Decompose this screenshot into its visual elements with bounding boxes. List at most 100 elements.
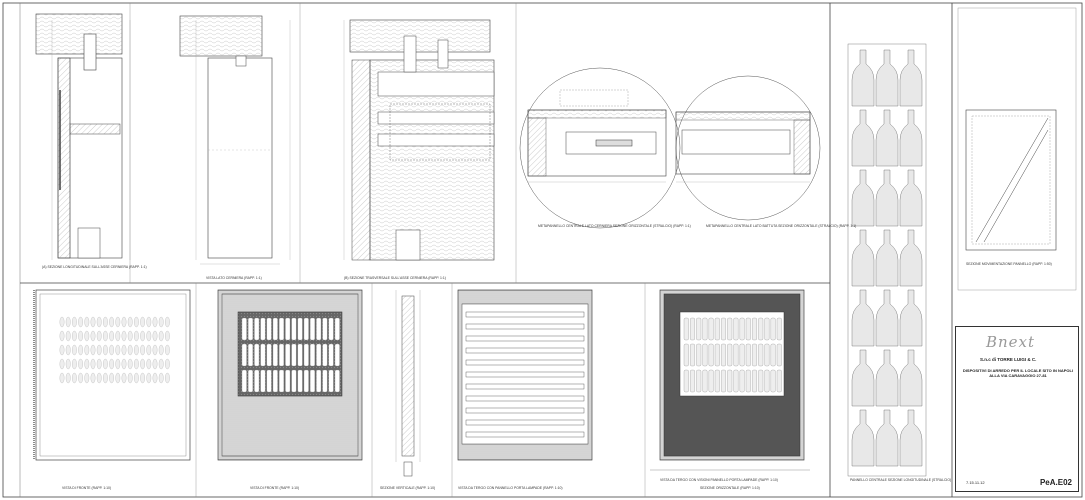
bottle-slot: [285, 317, 291, 341]
bottle-cutout: [59, 358, 65, 370]
bottle-slot: [260, 343, 266, 367]
bottle-cutout: [152, 358, 158, 370]
bottle-cutout: [134, 316, 139, 328]
bottle-slot: [764, 369, 770, 393]
bottle-slot: [727, 317, 733, 341]
bottle-cutout: [140, 330, 145, 342]
lamp-rail: [465, 407, 585, 414]
bottle-slot: [328, 343, 334, 367]
label-vertical-section: SEZIONE VERTICALE (RAPP. 1:10): [380, 486, 436, 490]
bottle-slot: [291, 317, 297, 341]
bottle-cutout: [84, 316, 90, 328]
bottle-cutout: [165, 330, 170, 342]
bottle-cutout: [78, 330, 83, 342]
bottle-cutout: [72, 358, 77, 370]
bottle-cutout: [165, 344, 170, 356]
bottle-cutout: [146, 358, 152, 370]
bottle-slot: [310, 343, 315, 367]
bottle-slot: [733, 317, 739, 341]
bottle-cutout: [127, 372, 133, 384]
bottle-cutout: [158, 372, 164, 384]
lamp-rail: [465, 371, 585, 378]
bottle-profile: [899, 169, 923, 227]
bottle-cutout: [65, 316, 71, 328]
bottle-slot: [776, 369, 782, 393]
bottle-slot: [745, 317, 751, 341]
bottle-profile: [851, 349, 875, 407]
bottle-slot: [745, 343, 751, 367]
label-front-2: VISTA DI FRONTE (RAPP. 1:10): [250, 486, 300, 490]
bottle-cutout: [84, 330, 90, 342]
bottle-slot: [241, 317, 247, 341]
view-rear-lamp-panel: [457, 289, 593, 461]
bottle-slot: [702, 343, 708, 367]
bottle-slot: [272, 343, 278, 367]
view-panel-movement: [957, 7, 1077, 291]
bottle-cutout: [127, 330, 133, 342]
bottle-cutout: [90, 344, 96, 356]
bottle-cutout: [146, 316, 152, 328]
bottle-slot: [764, 343, 770, 367]
bottle-cutout: [78, 316, 83, 328]
label-panel-movement: SEZIONE MOVIMENTAZIONE PANNELLO (RAPP. 1…: [966, 262, 1052, 266]
bottle-slot: [702, 369, 708, 393]
view-detail-stop-side: [675, 75, 821, 221]
lamp-rail: [465, 323, 585, 330]
project-title-line2: ALLA VIA CARAVAGGIO 27-81: [989, 373, 1047, 378]
bottle-slot: [266, 343, 272, 367]
label-detail-stop-side: METAPANNELLO CENTRALE LATO BATTUTA SEZIO…: [706, 224, 857, 228]
bottle-slot: [291, 369, 297, 393]
bottle-slot: [303, 369, 309, 393]
view-detail-hinge-side: [519, 67, 681, 229]
bottle-slot: [702, 317, 708, 341]
bottle-slot: [758, 343, 764, 367]
bottle-cutout: [115, 330, 121, 342]
bottle-slot: [727, 343, 733, 367]
bottle-slot: [254, 317, 260, 341]
bottle-profile: [875, 229, 899, 287]
title-block: Bnext S.n.c di TORRE LUIGI & C. DISPOSIT…: [955, 326, 1079, 492]
bottle-slot: [683, 317, 689, 341]
bottle-profile: [851, 169, 875, 227]
bottle-cutout: [115, 358, 121, 370]
bottle-cutout: [115, 372, 121, 384]
bottle-cutout: [127, 358, 133, 370]
bottle-slot: [328, 369, 334, 393]
view-vertical-section: [395, 290, 421, 477]
lamp-rail: [465, 347, 585, 354]
bottle-cutout: [152, 372, 158, 384]
bottle-slot: [770, 369, 776, 393]
bottle-cutout: [78, 358, 83, 370]
bottle-slot: [776, 317, 782, 341]
bottle-slot: [254, 343, 260, 367]
bottle-cutout: [103, 344, 108, 356]
bottle-slot: [334, 317, 340, 341]
bottle-slot: [708, 317, 714, 341]
lamp-rail: [465, 359, 585, 366]
project-title: DISPOSITIVI DI ARREDO PER IL LOCALE SITO…: [962, 368, 1074, 378]
bottle-cutout: [109, 358, 114, 370]
bottle-slot: [733, 343, 739, 367]
view-rear-dark: [650, 289, 810, 471]
bottle-slot: [241, 369, 247, 393]
bottle-slot: [752, 317, 757, 341]
label-rear-dark: VISTA DA TERGO CON VISIONI PANNELLO PORT…: [660, 478, 778, 482]
bottle-slot: [291, 343, 297, 367]
bottle-cutout: [121, 316, 127, 328]
bottle-slot: [683, 369, 689, 393]
bottle-slot: [690, 369, 695, 393]
bottle-profile: [875, 289, 899, 347]
bottle-cutout: [90, 316, 96, 328]
bottle-slot: [328, 317, 334, 341]
bottle-profile-strip: [847, 43, 927, 477]
bottle-cutout: [72, 372, 77, 384]
bottle-cutout: [72, 316, 77, 328]
view-hinge-side: [179, 15, 291, 265]
label-transverse-section: (B) SEZIONE TRASVERSALE SULL'ASSE CERNIE…: [344, 276, 446, 280]
bottle-cutout: [72, 344, 77, 356]
bottle-cutout: [103, 372, 108, 384]
bottle-profile: [899, 109, 923, 167]
bottle-slot: [316, 343, 322, 367]
bottle-slot: [322, 369, 328, 393]
